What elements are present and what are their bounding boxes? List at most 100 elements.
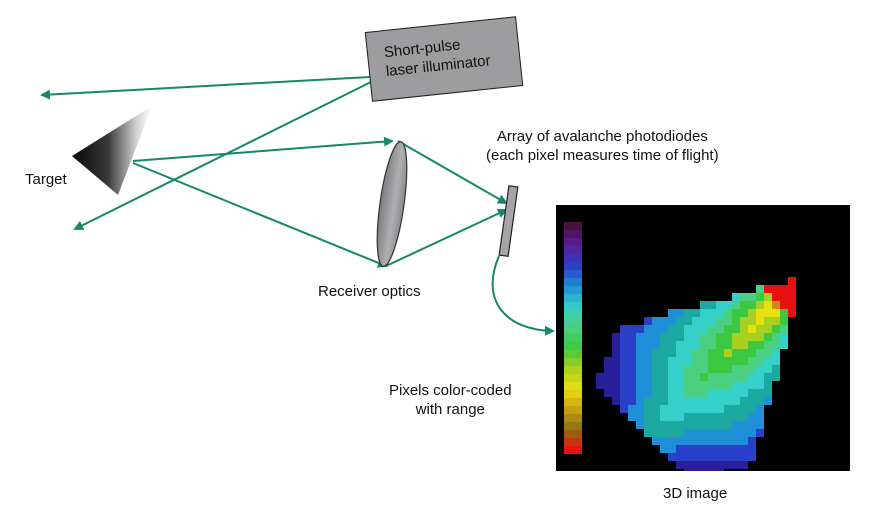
range-colorbar xyxy=(564,222,582,454)
range-pixel xyxy=(716,317,724,325)
range-pixel xyxy=(644,389,652,397)
range-pixel xyxy=(748,413,756,421)
range-pixel xyxy=(756,381,764,389)
range-pixel xyxy=(644,405,652,413)
range-pixel xyxy=(748,373,756,381)
range-pixel xyxy=(692,429,700,437)
range-pixel xyxy=(756,357,764,365)
range-pixel xyxy=(652,397,660,405)
range-pixel xyxy=(660,421,668,429)
range-pixel xyxy=(636,405,644,413)
range-pixel xyxy=(644,413,652,421)
range-pixel xyxy=(732,437,740,445)
range-pixel xyxy=(692,325,700,333)
range-pixel xyxy=(756,317,764,325)
range-pixel xyxy=(764,373,772,381)
range-pixel xyxy=(716,397,724,405)
range-pixel xyxy=(780,341,788,349)
range-pixel xyxy=(692,349,700,357)
range-pixel xyxy=(692,381,700,389)
range-pixel xyxy=(660,445,668,453)
range-pixel xyxy=(620,357,628,365)
range-pixel xyxy=(684,413,692,421)
range-pixel xyxy=(612,389,620,397)
range-pixel xyxy=(724,365,732,373)
array-label-line-2: (each pixel measures time of flight) xyxy=(486,147,719,164)
range-pixel xyxy=(668,325,676,333)
range-pixel xyxy=(756,373,764,381)
range-pixel xyxy=(764,397,772,405)
range-pixel xyxy=(660,437,668,445)
receiver-label: Receiver optics xyxy=(318,283,421,300)
range-pixel xyxy=(668,349,676,357)
range-pixel xyxy=(764,341,772,349)
range-pixel xyxy=(780,293,788,301)
range-pixel xyxy=(700,381,708,389)
range-pixel xyxy=(612,341,620,349)
range-pixel xyxy=(692,389,700,397)
colorbar-cell xyxy=(564,366,582,375)
beam-target-lower-lens xyxy=(132,162,388,268)
range-pixel xyxy=(628,381,636,389)
range-pixel xyxy=(708,445,716,453)
range-pixel xyxy=(668,381,676,389)
range-pixel xyxy=(684,389,692,397)
colorbar-cell xyxy=(564,342,582,351)
range-pixel xyxy=(652,429,660,437)
range-pixel xyxy=(668,445,676,453)
range-pixel xyxy=(628,349,636,357)
range-pixel xyxy=(764,365,772,373)
range-pixel xyxy=(748,389,756,397)
range-pixel xyxy=(756,301,764,309)
range-pixel xyxy=(644,381,652,389)
range-pixel xyxy=(732,317,740,325)
range-pixel xyxy=(692,445,700,453)
range-pixel xyxy=(716,437,724,445)
range-pixel xyxy=(788,277,796,285)
range-pixel xyxy=(684,461,692,469)
colorbar-cell xyxy=(564,446,582,454)
range-pixel xyxy=(716,333,724,341)
range-pixel xyxy=(732,389,740,397)
beam-lens-bottom-detector xyxy=(385,208,508,267)
range-pixel xyxy=(724,349,732,357)
range-pixel xyxy=(724,413,732,421)
range-pixel xyxy=(724,325,732,333)
range-pixel xyxy=(740,421,748,429)
range-pixel xyxy=(764,357,772,365)
range-pixel xyxy=(764,381,772,389)
range-pixel xyxy=(612,365,620,373)
range-pixel xyxy=(772,301,780,309)
target-cone xyxy=(72,106,152,195)
range-pixel xyxy=(636,365,644,373)
range-pixel xyxy=(628,397,636,405)
range-pixel xyxy=(628,341,636,349)
range-pixel xyxy=(620,365,628,373)
range-pixel xyxy=(724,461,732,469)
range-pixel xyxy=(620,349,628,357)
range-pixel xyxy=(668,373,676,381)
range-pixel xyxy=(708,309,716,317)
range-pixel xyxy=(780,317,788,325)
colorbar-cell xyxy=(564,406,582,415)
range-pixel xyxy=(740,405,748,413)
range-pixel xyxy=(772,293,780,301)
range-pixel xyxy=(660,413,668,421)
range-pixel xyxy=(676,373,684,381)
range-pixel xyxy=(780,301,788,309)
range-pixel xyxy=(652,325,660,333)
colorbar-cell xyxy=(564,414,582,423)
colorbar-cell xyxy=(564,422,582,431)
range-pixel xyxy=(724,389,732,397)
range-pixel xyxy=(708,333,716,341)
range-pixel xyxy=(764,389,772,397)
range-pixel xyxy=(652,389,660,397)
range-pixel xyxy=(756,341,764,349)
range-pixel xyxy=(716,349,724,357)
range-pixel xyxy=(676,309,684,317)
range-pixel xyxy=(724,437,732,445)
range-pixel xyxy=(596,381,604,389)
range-pixel xyxy=(612,333,620,341)
range-pixel xyxy=(708,413,716,421)
